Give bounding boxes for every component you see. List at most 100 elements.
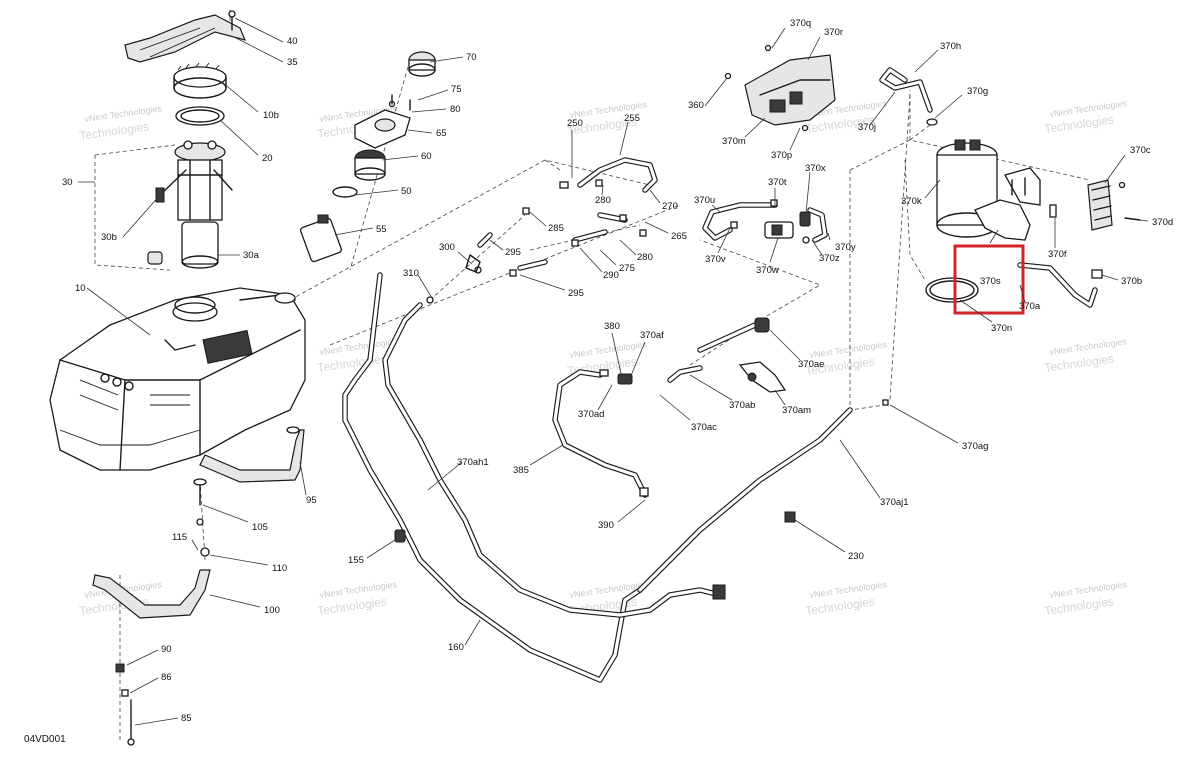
callout-370v: 370v: [705, 254, 726, 265]
watermark: vNext Technologies: [809, 579, 888, 600]
callout-370f: 370f: [1048, 249, 1067, 260]
callout-370af: 370af: [640, 330, 664, 341]
callout-370t: 370t: [768, 177, 787, 188]
callout-230: 230: [848, 551, 864, 562]
watermark: vNext Technologies: [84, 103, 163, 124]
callout-10b: 10b: [263, 110, 279, 121]
callout-370x: 370x: [805, 163, 826, 174]
callout-370a: 370a: [1019, 301, 1041, 312]
tee-fitting: [465, 254, 481, 273]
callout-370m: 370m: [722, 136, 746, 147]
callout-160: 160: [448, 642, 464, 653]
callout-370ad: 370ad: [578, 409, 604, 420]
tank-strap-bracket: [124, 10, 247, 63]
canister-bracket: [974, 167, 1041, 241]
callout-370ae: 370ae: [798, 359, 824, 370]
callout-370b: 370b: [1121, 276, 1142, 287]
hose-clip-bracket: [738, 361, 787, 393]
callout-370g: 370g: [967, 86, 988, 97]
filler-neck-flange: [354, 94, 411, 149]
callout-95: 95: [306, 495, 317, 506]
filler-hose: [300, 214, 342, 263]
callout-80: 80: [450, 104, 461, 115]
callout-110: 110: [272, 563, 287, 574]
callout-75: 75: [451, 84, 462, 95]
callout-360: 360: [688, 100, 704, 111]
callout-370r: 370r: [824, 27, 843, 38]
callout-370s: 370s: [980, 276, 1001, 287]
callout-370z: 370z: [819, 253, 840, 264]
callout-370aj1: 370aj1: [880, 497, 909, 508]
bolt: [193, 478, 210, 557]
callout-30b: 30b: [101, 232, 117, 243]
callout-310: 310: [403, 268, 419, 279]
assembly-dash-lines: [94, 10, 1091, 740]
solenoid-valve: [764, 207, 828, 244]
callout-275: 275: [619, 263, 635, 274]
callout-370d: 370d: [1152, 217, 1173, 228]
callout-370ah1: 370ah1: [457, 457, 489, 468]
filler-cap: [408, 51, 436, 77]
filler-neck: [354, 149, 386, 181]
callout-35: 35: [287, 57, 298, 68]
callout-370c: 370c: [1130, 145, 1151, 156]
callout-155: 155: [348, 555, 364, 566]
callout-60: 60: [421, 151, 432, 162]
callout-390: 390: [598, 520, 614, 531]
callout-370k: 370k: [901, 196, 922, 207]
callout-280: 280: [595, 195, 611, 206]
fuel-pump-module: [147, 140, 233, 269]
fuel-tank: [49, 287, 306, 471]
purge-valve-assembly: [724, 44, 836, 132]
callout-370ab: 370ab: [729, 400, 755, 411]
callout-385: 385: [513, 465, 529, 476]
callout-105: 105: [252, 522, 268, 533]
callout-295: 295: [505, 247, 521, 258]
tank-strap-front: [92, 569, 211, 619]
callout-90: 90: [161, 644, 172, 655]
callout-370u: 370u: [694, 195, 715, 206]
callout-115: 115: [172, 532, 187, 543]
evap-canister: [926, 118, 998, 238]
callout-85: 85: [181, 713, 192, 724]
callout-20: 20: [262, 153, 273, 164]
long-bolt: [115, 663, 135, 746]
highlight-box: [953, 244, 1025, 315]
callout-370h: 370h: [940, 41, 961, 52]
callout-100: 100: [264, 605, 280, 616]
callout-280: 280: [637, 252, 653, 263]
callout-250: 250: [567, 118, 583, 129]
callout-370w: 370w: [756, 265, 779, 276]
callout-265: 265: [671, 231, 687, 242]
callout-295: 295: [568, 288, 584, 299]
callout-255: 255: [624, 113, 640, 124]
filler-clamp: [332, 186, 358, 198]
canister-strap: [925, 277, 979, 303]
callout-370n: 370n: [991, 323, 1012, 334]
air-filter: [1049, 179, 1141, 279]
callout-270: 270: [662, 201, 678, 212]
callout-labels: 40 35 10b 20 30 30b 30a 10 70 75 80 65 6…: [62, 18, 1173, 724]
callout-30a: 30a: [243, 250, 260, 261]
callout-370am: 370am: [782, 405, 811, 416]
callout-10: 10: [75, 283, 86, 294]
gasket: [175, 106, 225, 126]
callout-370p: 370p: [771, 150, 792, 161]
callout-65: 65: [436, 128, 447, 139]
callout-290: 290: [603, 270, 619, 281]
callout-370ag: 370ag: [962, 441, 988, 452]
callout-300: 300: [439, 242, 455, 253]
leader-lines: [78, 17, 1149, 726]
callout-370ac: 370ac: [691, 422, 717, 433]
callout-50: 50: [401, 186, 412, 197]
callout-86: 86: [161, 672, 172, 683]
tank-strap-rear: [199, 426, 305, 483]
diagram-code: 04VD001: [24, 734, 66, 745]
callout-285: 285: [548, 223, 564, 234]
callout-380: 380: [604, 321, 620, 332]
callout-30: 30: [62, 177, 73, 188]
fuel-hoses: [342, 67, 1098, 683]
lock-ring: [173, 62, 227, 99]
callout-370y: 370y: [835, 242, 856, 253]
